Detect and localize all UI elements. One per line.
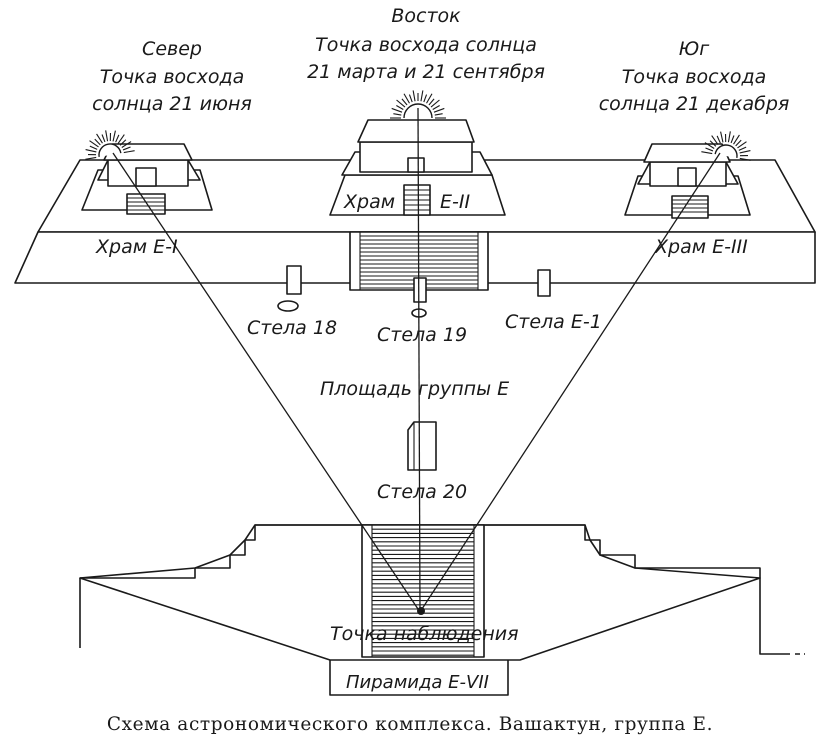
- sun-ray: [396, 105, 404, 110]
- temple-e1-label: Храм Е-I: [95, 236, 178, 258]
- east-label-1: Восток: [391, 5, 461, 27]
- sun-ray: [96, 133, 103, 144]
- east-label-3: 21 марта и 21 сентября: [307, 61, 545, 83]
- temple-e2-label-right: Е-II: [440, 191, 470, 213]
- sun-ray: [412, 90, 416, 102]
- sun-ray: [123, 150, 135, 154]
- sun-ray: [393, 113, 402, 116]
- south-label-1: Юг: [679, 38, 711, 60]
- temple-e3-label: Храм Е-III: [654, 236, 748, 258]
- stela-19: [411, 277, 427, 318]
- sun-ray: [430, 99, 440, 108]
- sun-ray: [434, 113, 443, 116]
- plaza-label: Площадь группы Е: [320, 378, 509, 400]
- north-label-2: Точка восхода: [100, 66, 245, 88]
- sun-ray: [112, 130, 116, 142]
- observation-point-marker: [417, 607, 425, 615]
- sun-ray: [121, 141, 132, 148]
- sight-line-north: [112, 152, 421, 613]
- temple-e2: [329, 119, 506, 216]
- east-label-2: Точка восхода солнца: [315, 34, 537, 56]
- sun-ray: [94, 138, 101, 146]
- sun-ray: [733, 134, 740, 145]
- pyramid-label: Пирамида Е-VII: [346, 672, 489, 693]
- north-label-1: Север: [142, 38, 202, 60]
- stela-19-label: Стела 19: [377, 324, 467, 346]
- sun-ray: [737, 141, 747, 149]
- sight-lines: [112, 107, 721, 615]
- stela-e1: [537, 269, 551, 297]
- sun-ray: [85, 156, 97, 160]
- sun-ray: [428, 98, 435, 106]
- sun-ray: [115, 134, 120, 143]
- sun-ray: [426, 93, 433, 104]
- sun-ray: [89, 145, 98, 150]
- sun-rays-icon-north: [85, 130, 135, 160]
- sun-ray: [432, 105, 440, 110]
- sun-ray: [423, 94, 428, 103]
- temple-e3: [624, 143, 751, 219]
- sun-ray: [433, 107, 445, 113]
- sun-ray: [727, 131, 731, 143]
- north-label-3: солнца 21 июня: [92, 93, 252, 115]
- sun-ray: [403, 93, 410, 104]
- stela-18-label: Стела 18: [247, 317, 337, 339]
- stela-e1-label: Стела Е-1: [505, 311, 602, 333]
- pyramid-e7: [79, 524, 805, 696]
- sun-ray: [420, 90, 424, 102]
- sun-ray: [117, 134, 125, 144]
- south-label-3: солнца 21 декабря: [599, 93, 790, 115]
- sun-ray: [705, 147, 714, 152]
- sun-ray: [709, 140, 717, 147]
- sight-line-east: [417, 107, 421, 613]
- sun-ray: [730, 135, 735, 144]
- sun-ray: [396, 99, 406, 108]
- sun-ray: [122, 146, 131, 151]
- sun-ray: [720, 131, 724, 143]
- sun-ray: [119, 139, 127, 146]
- stela-20-label: Стела 20: [377, 481, 467, 503]
- sun-ray: [101, 134, 106, 143]
- sun-ray: [716, 135, 721, 144]
- sun-ray: [89, 140, 99, 148]
- sun-ray: [391, 107, 403, 113]
- labels: Север Точка восхода солнца 21 июня Восто…: [92, 5, 789, 693]
- sun-ray: [738, 146, 747, 151]
- stela-18: [277, 265, 302, 312]
- figure-caption: Схема астрономического комплекса. Вашакт…: [107, 714, 713, 735]
- sun-ray: [105, 130, 109, 142]
- sun-ray: [704, 142, 715, 149]
- temple-e1: [81, 143, 213, 215]
- sight-line-south: [419, 152, 721, 613]
- sun-ray: [739, 150, 751, 154]
- sun-ray: [735, 139, 742, 147]
- observation-point-label: Точка наблюдения: [330, 623, 519, 645]
- sun-ray: [739, 157, 751, 161]
- sun-ray: [701, 151, 713, 155]
- sun-rays-icon-south: [701, 131, 751, 161]
- south-label-2: Точка восхода: [622, 66, 767, 88]
- sun-ray: [408, 94, 413, 103]
- stela-20: [407, 421, 437, 471]
- sun-ray: [85, 149, 97, 153]
- sun-ray: [711, 135, 719, 145]
- temple-e2-label-left: Храм: [343, 191, 395, 213]
- sun-rays-icon-east: [390, 90, 446, 119]
- sun-ray: [401, 98, 408, 106]
